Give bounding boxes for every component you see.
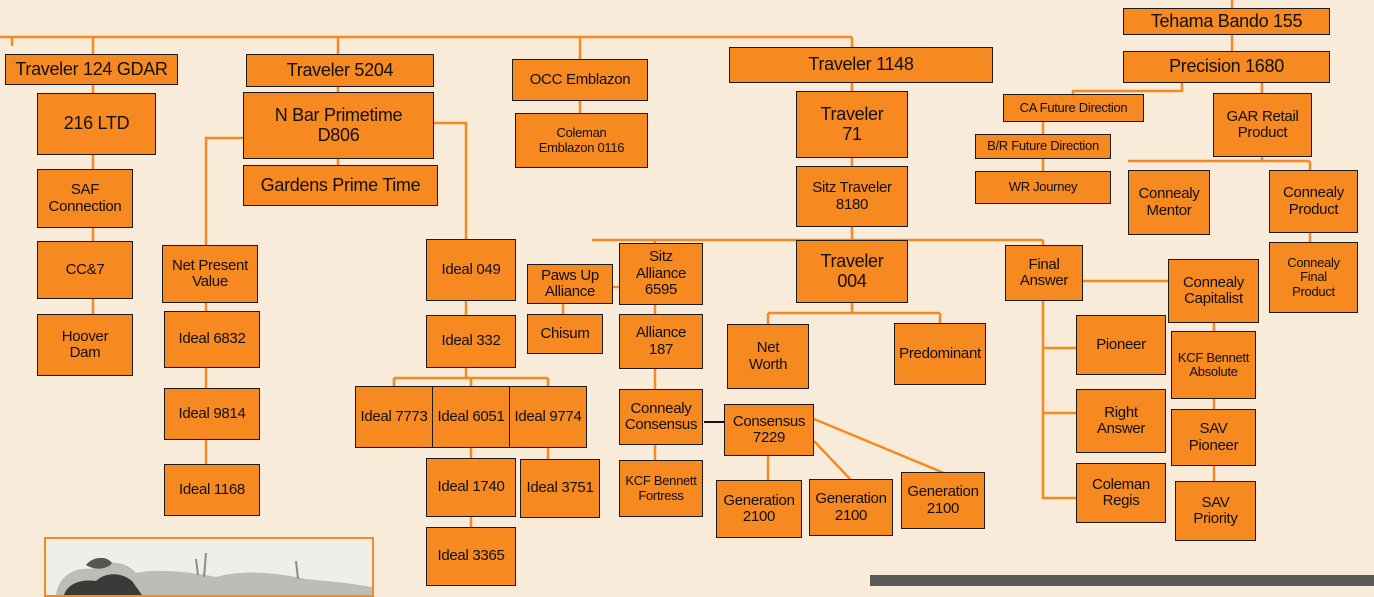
node-sitz-alliance-6595[interactable]: Sitz Alliance 6595 — [619, 243, 703, 305]
node-ideal-7773[interactable]: Ideal 7773 — [355, 386, 433, 448]
node-kcf-bennett-fortress[interactable]: KCF Bennett Fortress — [619, 460, 703, 517]
node-paws-up-alliance[interactable]: Paws Up Alliance — [527, 264, 613, 304]
node-saf-connection[interactable]: SAF Connection — [37, 169, 133, 228]
node-ideal-1740[interactable]: Ideal 1740 — [426, 458, 516, 517]
node-coleman-emblazon-0116[interactable]: Coleman Emblazon 0116 — [515, 113, 648, 168]
node-ideal-049[interactable]: Ideal 049 — [426, 239, 516, 301]
node-216-ltd[interactable]: 216 LTD — [37, 93, 156, 155]
node-consensus-7229[interactable]: Consensus 7229 — [724, 404, 814, 456]
node-generation-2100-c[interactable]: Generation 2100 — [901, 472, 985, 529]
corner-panel — [870, 575, 1374, 586]
node-traveler-5204[interactable]: Traveler 5204 — [246, 54, 434, 87]
node-tehama-bando-155[interactable]: Tehama Bando 155 — [1123, 8, 1330, 35]
node-coleman-regis[interactable]: Coleman Regis — [1076, 463, 1166, 523]
node-ca-future-direction[interactable]: CA Future Direction — [1003, 94, 1144, 122]
node-chisum[interactable]: Chisum — [527, 314, 603, 354]
node-wr-journey[interactable]: WR Journey — [975, 171, 1111, 204]
node-right-answer[interactable]: Right Answer — [1076, 389, 1166, 453]
node-kcf-bennett-absolute[interactable]: KCF Bennett Absolute — [1171, 331, 1256, 399]
node-sav-pioneer[interactable]: SAV Pioneer — [1171, 409, 1256, 466]
node-pioneer[interactable]: Pioneer — [1076, 315, 1166, 375]
node-br-future-direction[interactable]: B/R Future Direction — [975, 134, 1111, 159]
node-precision-1680[interactable]: Precision 1680 — [1123, 51, 1330, 83]
node-gar-retail-product[interactable]: GAR Retail Product — [1213, 93, 1312, 157]
node-connealy-product[interactable]: Connealy Product — [1269, 170, 1358, 233]
node-generation-2100-a[interactable]: Generation 2100 — [716, 480, 802, 538]
node-occ-emblazon[interactable]: OCC Emblazon — [512, 59, 648, 101]
node-alliance-187[interactable]: Alliance 187 — [619, 314, 703, 369]
node-final-answer[interactable]: Final Answer — [1005, 245, 1083, 301]
node-ideal-6051[interactable]: Ideal 6051 — [432, 386, 510, 448]
node-ideal-332[interactable]: Ideal 332 — [426, 315, 516, 368]
node-traveler-124-gdar[interactable]: Traveler 124 GDAR — [5, 54, 178, 85]
node-ideal-6832[interactable]: Ideal 6832 — [164, 311, 260, 368]
node-gardens-prime-time[interactable]: Gardens Prime Time — [243, 165, 438, 206]
node-ideal-9814[interactable]: Ideal 9814 — [164, 388, 260, 440]
node-connealy-capitalist[interactable]: Connealy Capitalist — [1168, 259, 1259, 323]
node-generation-2100-b[interactable]: Generation 2100 — [809, 479, 893, 536]
node-net-present-value[interactable]: Net Present Value — [162, 245, 258, 303]
node-traveler-71[interactable]: Traveler 71 — [796, 91, 908, 158]
node-sav-priority[interactable]: SAV Priority — [1175, 481, 1256, 541]
node-connealy-consensus[interactable]: Connealy Consensus — [619, 389, 703, 445]
node-n-bar-primetime-d806[interactable]: N Bar Primetime D806 — [243, 92, 434, 159]
node-ideal-3365[interactable]: Ideal 3365 — [426, 527, 516, 586]
node-traveler-1148[interactable]: Traveler 1148 — [729, 47, 993, 83]
node-net-worth[interactable]: Net Worth — [727, 324, 809, 389]
node-ideal-1168[interactable]: Ideal 1168 — [164, 464, 260, 516]
node-ideal-3751[interactable]: Ideal 3751 — [520, 459, 600, 518]
node-predominant[interactable]: Predominant — [894, 323, 986, 385]
node-ideal-9774[interactable]: Ideal 9774 — [509, 386, 587, 448]
node-connealy-final-product[interactable]: Connealy Final Product — [1269, 242, 1358, 313]
node-sitz-traveler-8180[interactable]: Sitz Traveler 8180 — [796, 166, 908, 227]
cattle-photo — [44, 537, 374, 597]
node-connealy-mentor[interactable]: Connealy Mentor — [1128, 170, 1210, 235]
node-traveler-004[interactable]: Traveler 004 — [796, 240, 908, 303]
node-hoover-dam[interactable]: Hoover Dam — [37, 314, 133, 376]
node-cc-7[interactable]: CC&7 — [37, 241, 133, 299]
